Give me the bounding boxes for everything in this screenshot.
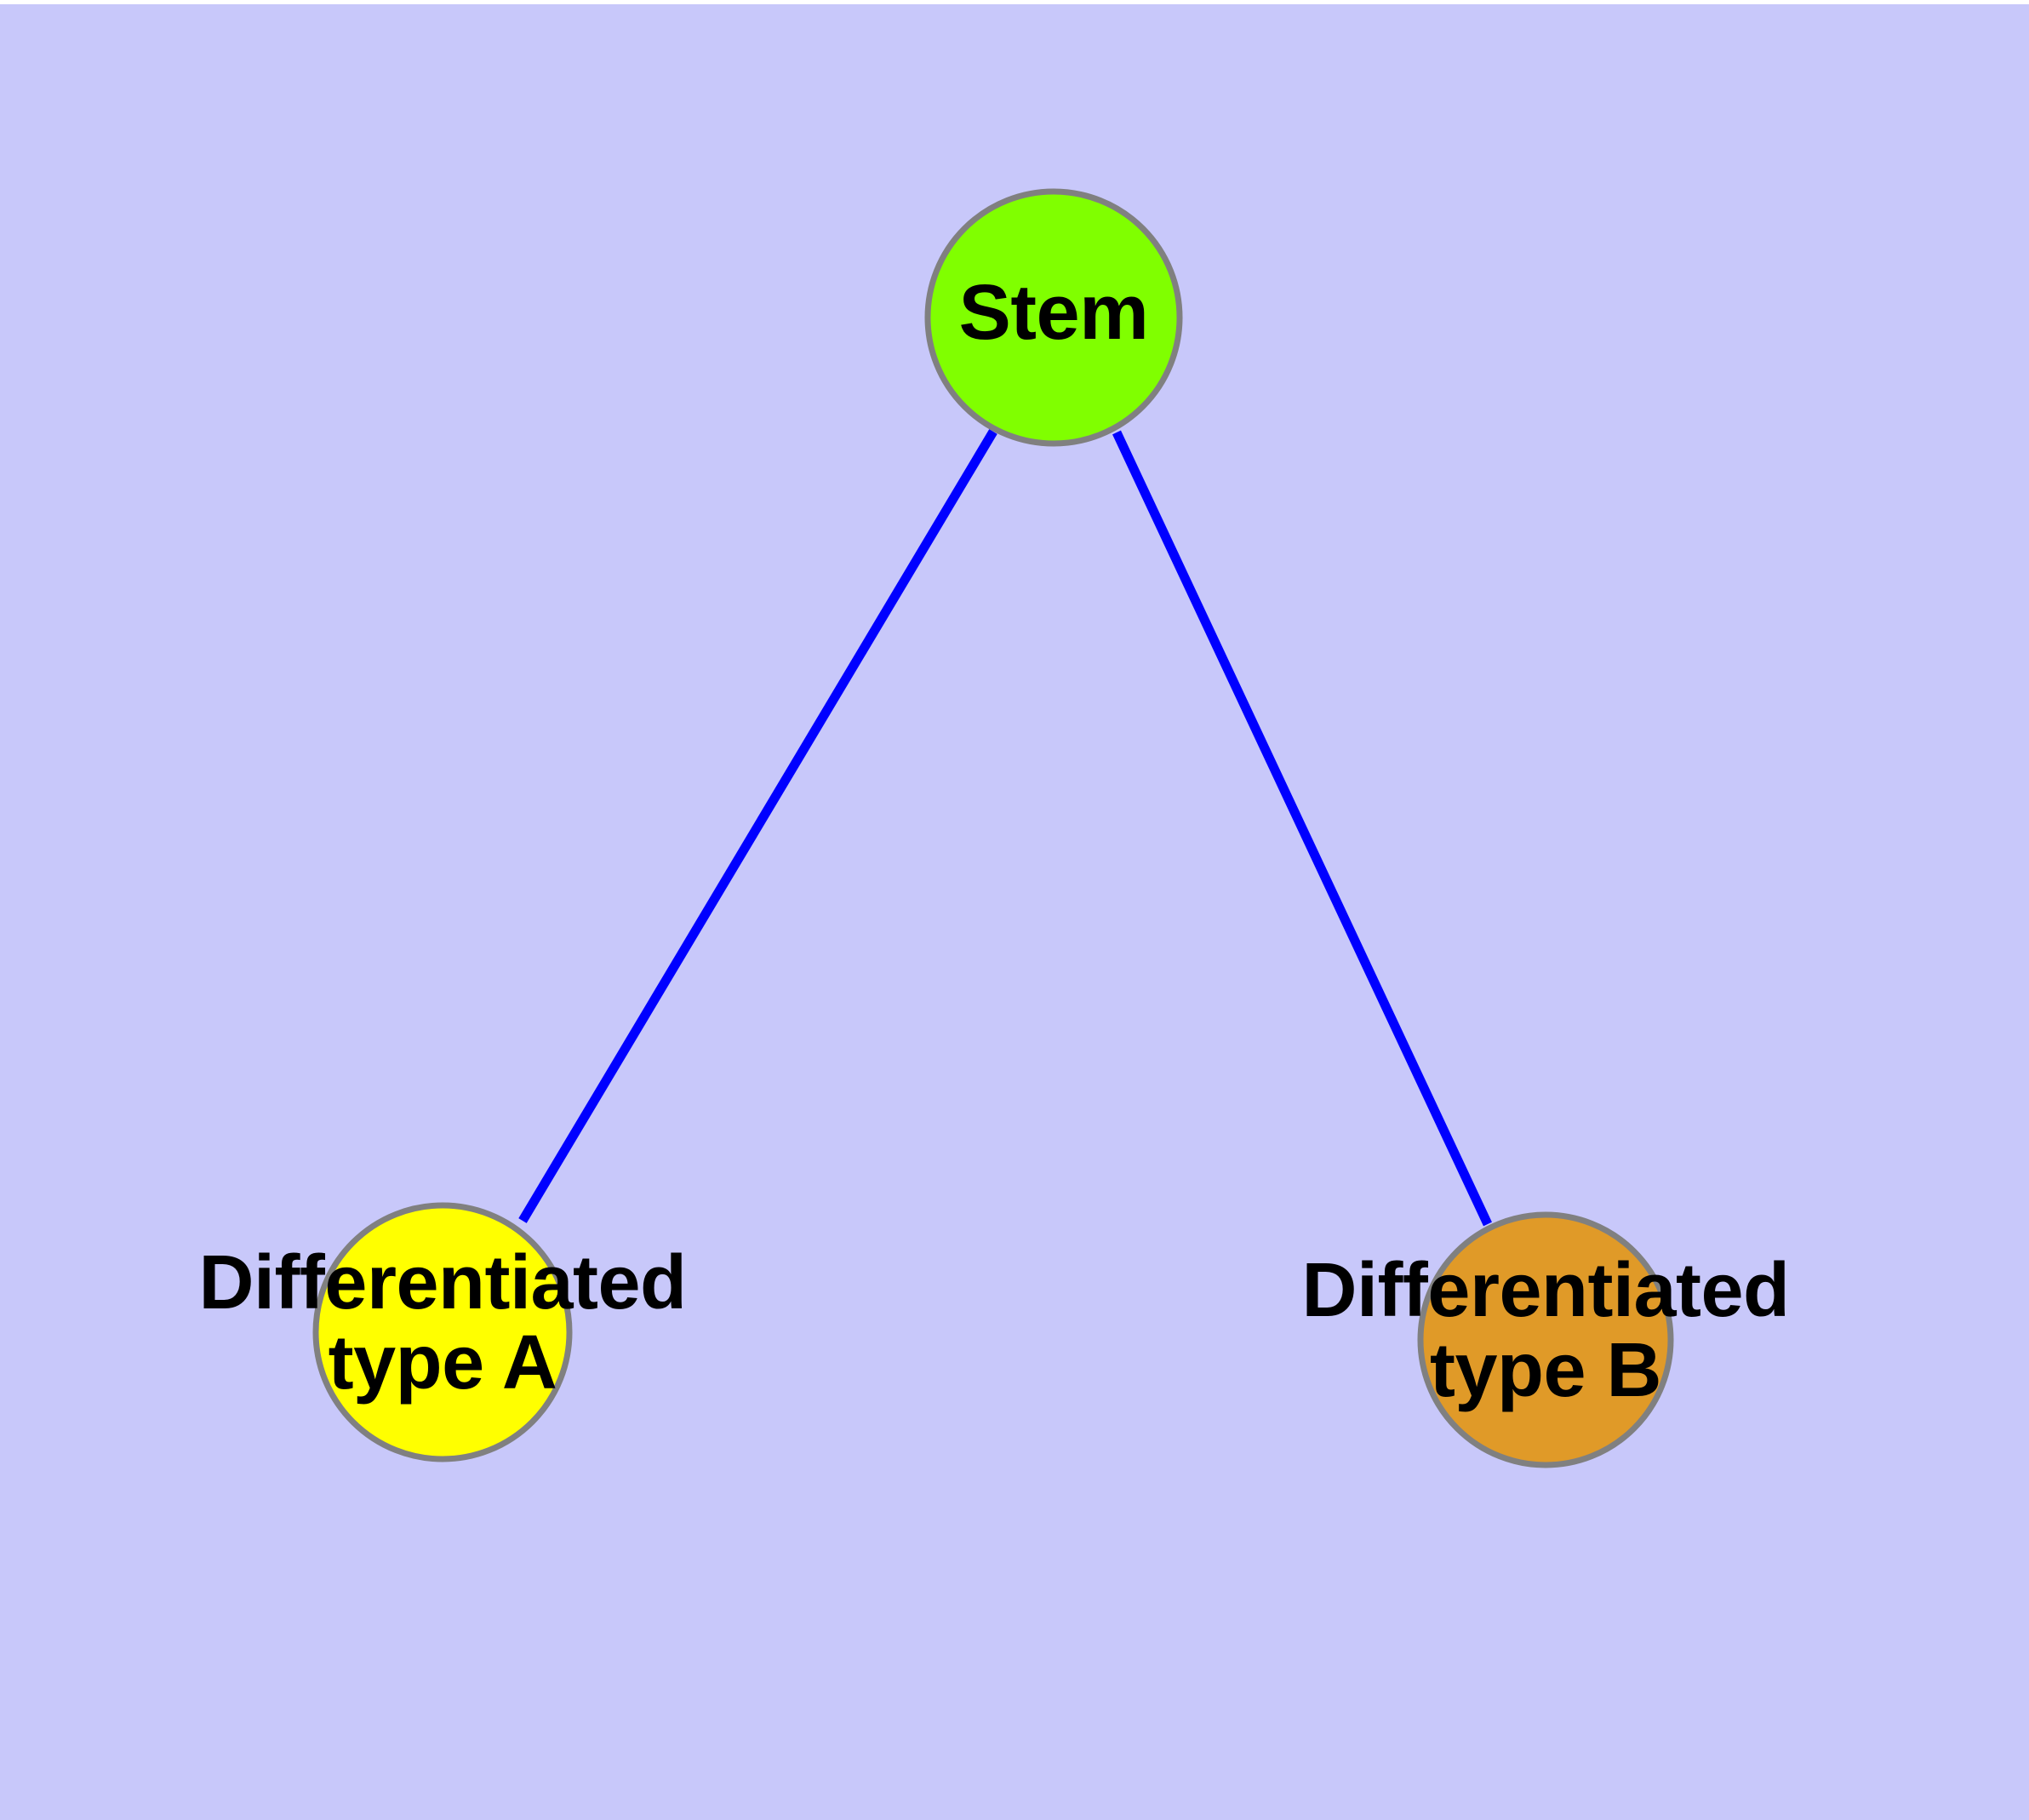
node-differentiated-type-b[interactable] <box>1417 1211 1674 1468</box>
edge-stem-to-diff-a <box>518 429 997 1223</box>
edge-stem-to-diff-b <box>1112 430 1492 1227</box>
node-differentiated-type-a[interactable] <box>312 1202 573 1462</box>
node-stem[interactable] <box>924 188 1183 447</box>
edges-group <box>518 429 1492 1227</box>
nodes-group <box>312 188 1674 1468</box>
